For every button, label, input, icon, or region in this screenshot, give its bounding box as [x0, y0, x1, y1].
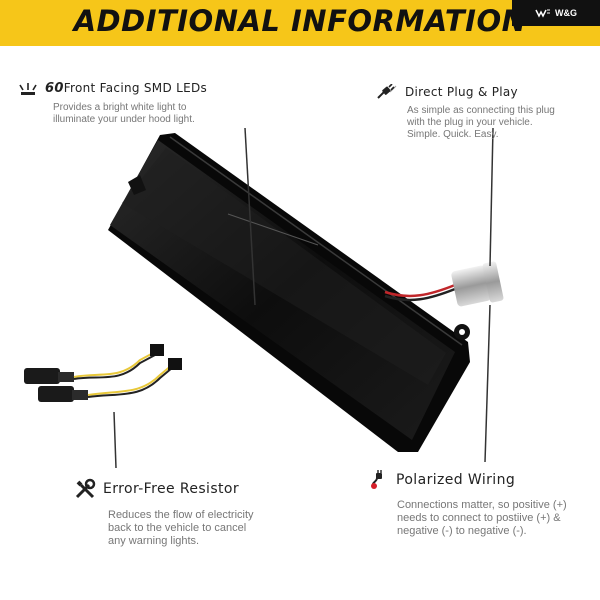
polarized-wiring-icon — [369, 470, 389, 490]
leader-line-leds — [244, 127, 256, 306]
led-light-housing — [108, 133, 470, 452]
feature-plug-desc-line: Simple. Quick. Easy. — [407, 129, 499, 140]
leader-line-plug — [489, 127, 494, 267]
resistor-harness — [24, 344, 182, 402]
feature-wiring: Polarized Wiring Connections matter, so … — [369, 470, 600, 538]
feature-plug: Direct Plug & Play As simple as connecti… — [376, 84, 587, 141]
brand-badge: W&G — [512, 0, 600, 26]
feature-leds-desc: Provides a bright white light to illumin… — [53, 102, 243, 126]
feature-wiring-desc-line: Connections matter, so positive (+) — [397, 499, 567, 511]
plug-socket — [384, 261, 504, 307]
leader-line-resistor — [113, 411, 117, 469]
header-banner: ADDITIONAL INFORMATION W&G — [0, 0, 600, 46]
feature-plug-desc-line: As simple as connecting this plug — [407, 105, 555, 116]
feature-wiring-title: Polarized Wiring — [396, 472, 516, 488]
feature-leds-desc-line: Provides a bright white light to — [53, 102, 187, 113]
led-count: 60 — [45, 81, 64, 96]
brand-name: W&G — [555, 8, 577, 18]
page-title: ADDITIONAL INFORMATION — [73, 4, 527, 38]
feature-plug-desc: As simple as connecting this plug with t… — [407, 105, 587, 141]
feature-leds-title-text: Front Facing SMD LEDs — [63, 81, 208, 95]
plug-icon — [376, 84, 398, 100]
feature-wiring-desc-line: needs to connect to postiive (+) & — [397, 512, 561, 524]
feature-plug-desc-line: with the plug in your vehicle. — [407, 117, 533, 128]
feature-resistor: Error-Free Resistor Reduces the flow of … — [74, 478, 298, 548]
light-rays-icon — [18, 82, 38, 96]
feature-leds: 60Front Facing SMD LEDs Provides a brigh… — [18, 81, 243, 126]
feature-leds-desc-line: illuminate your under hood light. — [53, 114, 195, 125]
feature-resistor-desc-line: back to the vehicle to cancel — [108, 522, 247, 534]
feature-resistor-desc-line: Reduces the flow of electricity — [108, 509, 254, 521]
wrench-screwdriver-icon — [74, 478, 96, 500]
leader-line-wiring — [484, 304, 491, 463]
feature-resistor-title: Error-Free Resistor — [103, 481, 240, 497]
feature-leds-title: 60Front Facing SMD LEDs — [45, 81, 207, 96]
feature-resistor-desc-line: any warning lights. — [108, 535, 200, 547]
brand-logo-icon — [535, 9, 550, 18]
feature-wiring-desc-line: negative (-) to negative (-). — [397, 525, 527, 537]
feature-wiring-desc: Connections matter, so positive (+) need… — [397, 499, 600, 538]
feature-resistor-desc: Reduces the flow of electricity back to … — [108, 509, 298, 548]
feature-plug-title: Direct Plug & Play — [405, 85, 518, 99]
